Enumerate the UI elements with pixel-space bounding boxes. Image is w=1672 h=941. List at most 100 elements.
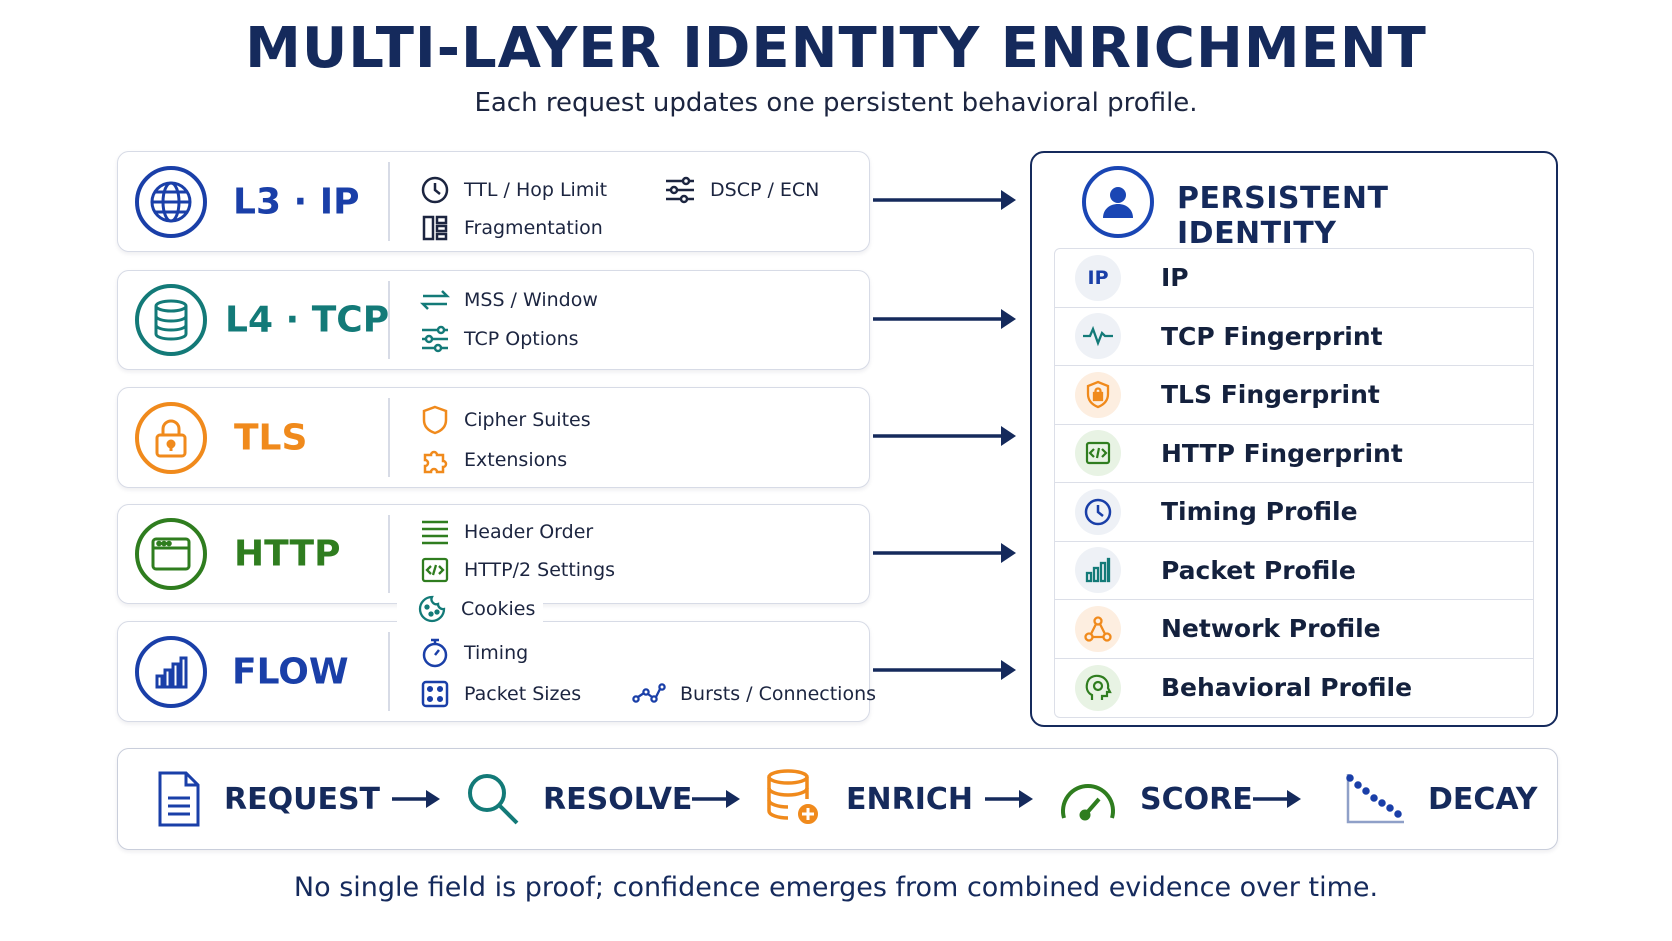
processing-pipeline: REQUEST RESOLVE ENRICH SCORE DECAY [117, 748, 1558, 850]
identity-row-tls-fingerprint: TLS Fingerprint [1055, 366, 1533, 425]
divider [388, 632, 390, 711]
feature-label: Timing [464, 642, 529, 664]
feature-item: Extensions [420, 445, 567, 475]
layer-label: L3 · IP [233, 181, 360, 222]
feature-item: Bursts / Connections [632, 682, 876, 706]
feature-label: DSCP / ECN [710, 179, 820, 201]
layer-card-l4-tcp: L4 · TCP MSS / Window TCP Options [117, 270, 870, 370]
gauge-icon [1061, 784, 1115, 821]
feature-item: Timing [420, 637, 528, 669]
identity-row-label: Behavioral Profile [1161, 673, 1413, 703]
clock-icon [1075, 488, 1121, 535]
network-icon [1075, 605, 1121, 652]
divider [388, 398, 390, 477]
feature-label: Packet Sizes [464, 683, 582, 705]
feature-label: Bursts / Connections [680, 683, 877, 705]
pipeline-arrow [692, 790, 740, 808]
dice-icon [421, 680, 449, 708]
feature-item: HTTP/2 Settings [420, 556, 615, 584]
arrow-l4-to-identity [873, 309, 1016, 329]
code-icon [421, 557, 449, 583]
feature-label: Fragmentation [464, 217, 603, 239]
arrow-flow-to-identity [873, 660, 1016, 680]
layer-label: FLOW [232, 651, 349, 692]
layer-label: L4 · TCP [225, 299, 390, 341]
shield-icon [422, 405, 448, 435]
feature-item: TTL / Hop Limit [420, 175, 607, 205]
identity-row-tcp-fingerprint: TCP Fingerprint [1055, 308, 1533, 366]
bar-chart-icon [1075, 547, 1121, 594]
identity-row-network-profile: Network Profile [1055, 600, 1533, 659]
divider [388, 515, 390, 593]
feature-item: Cipher Suites [420, 404, 591, 436]
identity-row-http-fingerprint: HTTP Fingerprint [1055, 425, 1533, 483]
identity-row-label: Packet Profile [1161, 555, 1356, 585]
layer-label: HTTP [234, 533, 341, 575]
pipeline-step-score: SCORE [1058, 749, 1253, 849]
identity-row-label: Network Profile [1161, 614, 1381, 644]
feature-item: MSS / Window [420, 288, 598, 312]
arrow-l3-to-identity [873, 190, 1016, 210]
layer-card-flow: FLOW Timing Packet Sizes Bursts / Connec… [117, 621, 876, 722]
globe-icon [135, 165, 207, 238]
layer-card-l3-ip: L3 · IP TTL / Hop Limit Fragmentation DS… [117, 151, 870, 252]
pipeline-step-label: SCORE [1140, 781, 1253, 817]
feature-label: MSS / Window [464, 289, 598, 311]
pipeline-step-label: ENRICH [846, 781, 973, 817]
code-icon [1075, 430, 1121, 477]
identity-row-timing-profile: Timing Profile [1055, 483, 1533, 542]
feature-item: TCP Options [420, 325, 579, 353]
cookie-icon [418, 595, 446, 623]
feature-label: HTTP/2 Settings [464, 559, 616, 581]
sliders-icon [422, 325, 448, 353]
ip-badge-icon: IP [1075, 254, 1121, 301]
pipeline-arrow [392, 790, 440, 808]
footer-note: No single field is proof; confidence eme… [293, 872, 1379, 903]
identity-row-packet-profile: Packet Profile [1055, 542, 1533, 600]
arrow-tls-to-identity [873, 426, 1016, 446]
identity-row-label: Timing Profile [1161, 497, 1358, 527]
feature-item-cookies: Cookies [397, 591, 544, 627]
layer-card-http: HTTP Header Order HTTP/2 Settings [117, 504, 870, 604]
layer-card-tls: TLS Cipher Suites Extensions [117, 387, 870, 488]
divider [388, 162, 390, 241]
feature-label: Header Order [464, 521, 594, 543]
user-icon [1082, 166, 1154, 238]
magnifier-icon [468, 774, 519, 825]
sliders-icon [666, 176, 694, 204]
identity-row-label: IP [1161, 263, 1189, 293]
feature-item: Header Order [420, 519, 593, 545]
page-subtitle: Each request updates one persistent beha… [474, 88, 1198, 118]
shield-lock-icon [1075, 371, 1121, 418]
identity-row-ip: IP IP [1055, 249, 1533, 308]
network-nodes-icon [632, 683, 666, 703]
pipeline-step-enrich: ENRICH [764, 749, 973, 849]
page-title: MULTI-LAYER IDENTITY ENRICHMENT [245, 16, 1427, 81]
bar-chart-icon [135, 635, 207, 708]
feature-label: TTL / Hop Limit [464, 179, 608, 201]
identity-row-label: TLS Fingerprint [1161, 380, 1380, 410]
database-plus-icon [767, 769, 820, 826]
pipeline-arrow [985, 790, 1033, 808]
feature-item: Packet Sizes [420, 679, 581, 709]
list-lines-icon [422, 520, 448, 545]
feature-label: Cookies [461, 598, 536, 620]
pipeline-step-label: DECAY [1428, 781, 1538, 817]
arrow-http-to-identity [873, 543, 1016, 563]
divider [388, 281, 390, 359]
feature-label: Cipher Suites [464, 409, 591, 431]
lock-icon [135, 401, 207, 474]
feature-item: Fragmentation [420, 213, 603, 243]
identity-attribute-list: IP IP TCP Fingerprint TLS Fingerprint HT… [1054, 248, 1534, 718]
identity-row-label: HTTP Fingerprint [1161, 438, 1403, 468]
pipeline-step-label: REQUEST [224, 781, 381, 817]
decay-chart-icon [1346, 774, 1404, 824]
pipeline-step-decay: DECAY [1344, 749, 1537, 849]
bidirectional-arrow-icon [420, 290, 450, 310]
clock-icon [421, 176, 449, 204]
pipeline-step-request: REQUEST [156, 749, 380, 849]
brain-head-icon [1075, 664, 1121, 711]
feature-label: Extensions [464, 449, 568, 471]
feature-label: TCP Options [464, 328, 579, 350]
pipeline-step-resolve: RESOLVE [465, 749, 692, 849]
